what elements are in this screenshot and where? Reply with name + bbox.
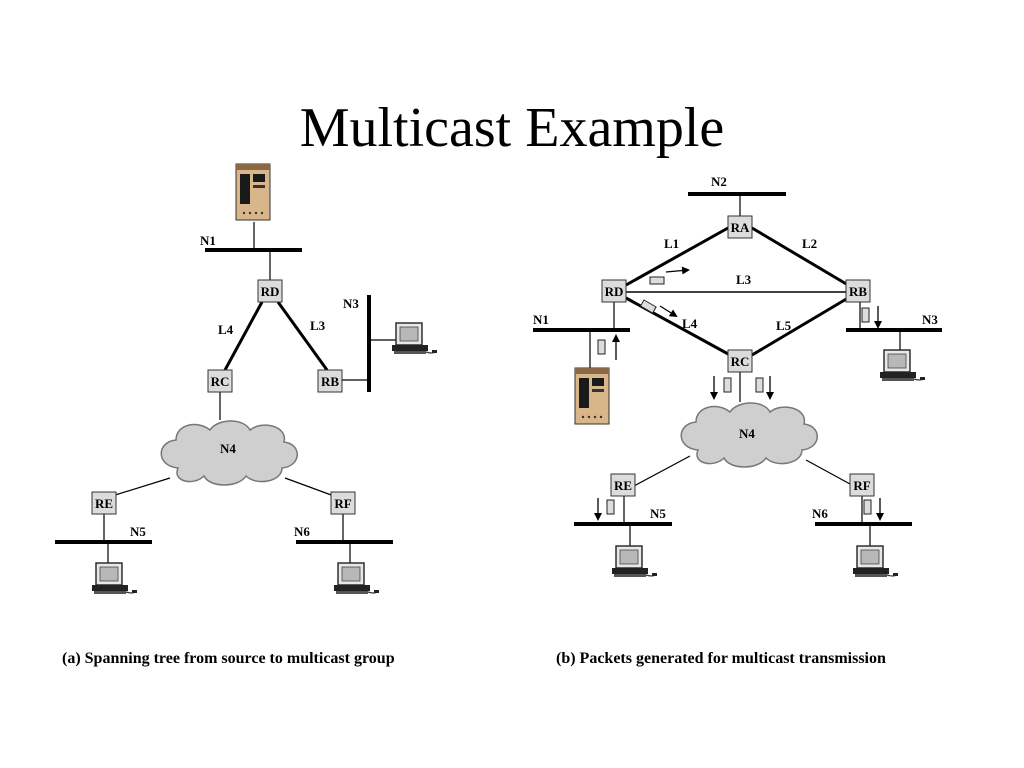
workstation-icon xyxy=(879,349,926,382)
network-label: N5 xyxy=(130,524,146,539)
workstation-icon xyxy=(391,322,438,355)
router-rb-b xyxy=(845,279,871,303)
network-label: N1 xyxy=(533,312,549,327)
link-label: L4 xyxy=(682,316,698,331)
router-label: RC xyxy=(731,354,750,369)
caption-a: (a) Spanning tree from source to multica… xyxy=(62,650,395,667)
link-label: L1 xyxy=(664,236,679,251)
n4-rf-link-b xyxy=(805,459,851,485)
router-rd-a xyxy=(257,279,283,303)
network-label: N3 xyxy=(922,312,938,327)
router-rf-a xyxy=(330,491,356,515)
router-label: RF xyxy=(853,478,870,493)
network-label: N3 xyxy=(343,296,359,311)
router-label: RE xyxy=(95,496,113,511)
packet-icon xyxy=(723,377,732,393)
network-label: N6 xyxy=(294,524,310,539)
n4-rf-link-a xyxy=(284,477,335,497)
network-label: N4 xyxy=(220,441,236,456)
network-label: N2 xyxy=(711,174,727,189)
router-re-a xyxy=(91,491,117,515)
link-l4-a xyxy=(223,301,264,371)
server-icon xyxy=(574,367,610,425)
packet-icon xyxy=(606,499,615,515)
link-label: L2 xyxy=(802,236,817,251)
link-l2-b xyxy=(751,226,849,287)
router-label: RD xyxy=(605,284,624,299)
router-label: RA xyxy=(731,220,750,235)
router-label: RF xyxy=(334,496,351,511)
packet-icon xyxy=(597,339,606,355)
network-label: N5 xyxy=(650,506,666,521)
router-rb-a xyxy=(317,369,343,393)
network-label: N4 xyxy=(739,426,755,441)
router-rd-b xyxy=(601,279,627,303)
panel-b-packets: RA RD RB RC RE RF N2 N1 N3 N4 N5 N6 L1 L… xyxy=(533,174,942,667)
network-label: N1 xyxy=(200,233,216,248)
link-label: L3 xyxy=(310,318,326,333)
router-rc-b xyxy=(727,349,753,373)
n4-re-link-a xyxy=(111,477,171,497)
arrow-icon xyxy=(659,305,678,318)
n4-re-link-b xyxy=(633,455,691,487)
workstation-icon xyxy=(611,545,658,578)
router-ra-b xyxy=(727,215,753,239)
link-l5-b xyxy=(751,296,849,357)
link-label: L3 xyxy=(736,272,752,287)
link-l3-a xyxy=(276,301,329,371)
caption-b: (b) Packets generated for multicast tran… xyxy=(556,650,886,667)
router-label: RB xyxy=(321,374,339,389)
router-label: RE xyxy=(614,478,632,493)
workstation-icon xyxy=(91,562,138,595)
network-label: N6 xyxy=(812,506,828,521)
workstation-icon xyxy=(852,545,899,578)
link-l1-b xyxy=(625,226,729,287)
packet-icon xyxy=(863,499,872,515)
router-rc-a xyxy=(207,369,233,393)
panel-a-spanning-tree: RD RC RB RE RF N1 N3 N4 N5 N6 L4 L3 (a) … xyxy=(55,163,438,667)
router-label: RB xyxy=(849,284,867,299)
server-icon xyxy=(235,163,271,221)
link-label: L5 xyxy=(776,318,792,333)
packet-icon xyxy=(861,307,870,323)
router-label: RC xyxy=(211,374,230,389)
arrow-icon xyxy=(665,266,690,275)
packet-icon xyxy=(755,377,764,393)
packet-icon xyxy=(639,299,657,314)
workstation-icon xyxy=(333,562,380,595)
router-label: RD xyxy=(261,284,280,299)
router-re-b xyxy=(610,473,636,497)
link-label: L4 xyxy=(218,322,234,337)
slide-title: Multicast Example xyxy=(299,97,725,159)
router-rf-b xyxy=(849,473,875,497)
packet-icon xyxy=(649,276,665,285)
